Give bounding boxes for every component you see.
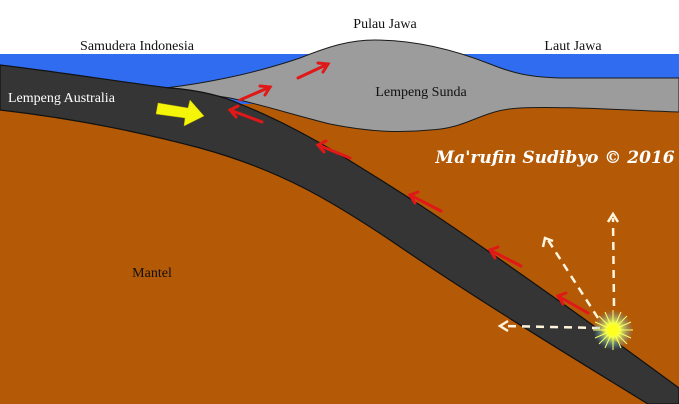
australia-plate: [0, 64, 679, 404]
earthquake-hypocenter-icon: [593, 310, 633, 350]
label-lempeng-australia: Lempeng Australia: [8, 91, 116, 106]
red-arrow-icon: [238, 84, 273, 102]
red-arrow-icon: [315, 139, 352, 160]
push-arrow-icon: [155, 99, 205, 127]
red-arrow-icon: [407, 190, 443, 213]
watermark: Ma'rufin Sudibyo © 2016: [434, 148, 674, 168]
label-laut-jawa: Laut Jawa: [544, 39, 602, 54]
red-arrow-icon: [555, 291, 590, 315]
label-pulau-jawa: Pulau Jawa: [353, 17, 417, 32]
wave-arrow-left-icon: [503, 324, 601, 330]
red-arrow-icon: [227, 104, 264, 124]
label-lempeng-sunda: Lempeng Sunda: [375, 85, 467, 100]
wave-arrow-up-icon: [611, 217, 616, 307]
plate-motion-arrows: [227, 61, 590, 315]
wave-arrow-diagonal-icon: [546, 239, 600, 319]
seismic-wave-arrows: [503, 217, 616, 330]
sunda-plate: [164, 39, 679, 133]
label-samudera-indonesia: Samudera Indonesia: [80, 39, 195, 54]
red-arrow-icon: [296, 61, 331, 80]
label-mantel: Mantel: [132, 266, 172, 281]
red-arrow-icon: [487, 245, 523, 268]
